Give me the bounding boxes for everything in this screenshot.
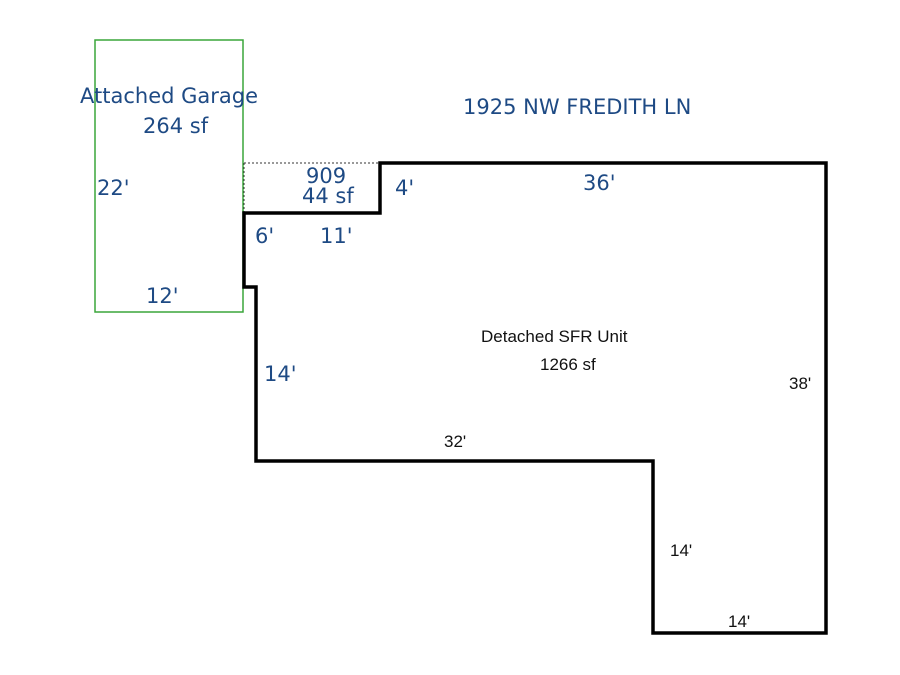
garage-label: Attached Garage <box>80 84 259 108</box>
porch-label: 909 <box>306 164 347 188</box>
house-middle-dimension: 32' <box>444 432 467 451</box>
house-inner-vertical-dimension: 14' <box>670 541 693 560</box>
porch-bottom-dimension: 11' <box>320 224 353 248</box>
house-left-dimension: 14' <box>264 362 297 386</box>
garage-area: 264 sf <box>143 114 209 138</box>
house-right-dimension: 38' <box>789 374 812 393</box>
address-title: 1925 NW FREDITH LN <box>463 95 692 119</box>
garage-bottom-dimension: 12' <box>146 284 179 308</box>
house-area: 1266 sf <box>540 355 596 374</box>
garage-side-dimension: 22' <box>97 176 130 200</box>
house-outline <box>242 161 828 635</box>
house-label: Detached SFR Unit <box>481 327 628 346</box>
house-bottom-dimension: 14' <box>728 612 751 631</box>
house-top-dimension: 36' <box>583 171 616 195</box>
porch-left-dimension: 6' <box>255 224 275 248</box>
step-dimension: 4' <box>395 176 415 200</box>
porch-area: 44 sf <box>302 184 354 208</box>
garage-outline <box>94 39 244 313</box>
